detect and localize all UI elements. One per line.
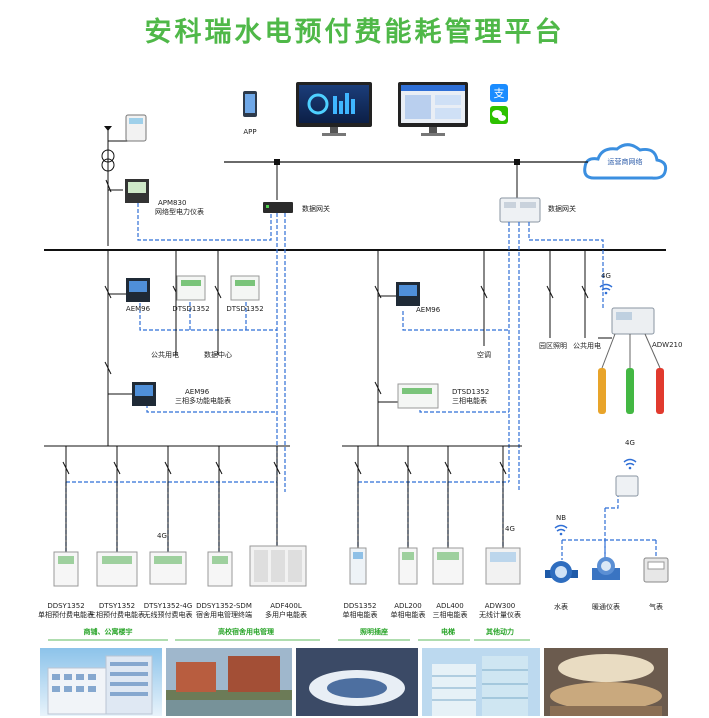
mid-m4-signal: 4G [505, 525, 515, 533]
m1-desc: 单相预付费电能表 [38, 611, 94, 619]
water-meter-icon [545, 561, 578, 583]
transformer-icon [101, 149, 115, 172]
m5-desc: 多用户电能表 [265, 611, 307, 619]
signal-4g-right: 4G [601, 272, 611, 280]
m4-desc: 宿舍用电管理终端 [196, 611, 252, 619]
mid-m3-model: ADL400 [436, 602, 464, 610]
m2-desc: 三相预付费电能表 [89, 611, 145, 619]
load-public-left: 公共用电 [151, 351, 179, 359]
gateway-left-icon [263, 202, 293, 213]
ddsy1352-meter-icon [53, 551, 79, 587]
mid-m3-desc: 三相电能表 [432, 611, 468, 619]
m1-model: DDSY1352 [47, 602, 85, 610]
signal-4g-bottom: 4G [625, 439, 635, 447]
current-transformer-icons [598, 333, 664, 414]
category-shops: 商铺、公寓楼宇 [83, 628, 133, 636]
dtsd1352-3phase-meter-icon [397, 383, 439, 409]
incoming-meter-icon [125, 114, 147, 142]
m2-model: DTSY1352 [98, 602, 136, 610]
load-ac: 空调 [477, 351, 491, 359]
apm830-model: APM830 [158, 199, 187, 207]
alipay-icon: 支 [490, 84, 508, 102]
photo-mall [544, 648, 668, 716]
water-meter-label: 水表 [554, 603, 568, 611]
wireless-collector-icon [615, 475, 639, 497]
dtsd1352-label-a: DTSD1352 [172, 305, 210, 313]
category-other-power: 其他动力 [486, 628, 514, 636]
load-lighting: 园区照明 [539, 342, 567, 350]
app-label: APP [243, 128, 257, 136]
adl400-meter-icon [432, 547, 464, 585]
gateway-left-label: 数据网关 [302, 205, 330, 213]
load-public-right: 公共用电 [573, 342, 601, 350]
mid-m4-model: ADW300 [484, 602, 516, 610]
mid-m1-desc: 单相电能表 [342, 611, 378, 619]
m3-desc: 无线预付费电表 [143, 611, 193, 619]
wifi-nb-icon [554, 524, 568, 536]
m3-model: DTSY1352-4G [143, 602, 193, 610]
dtsd1352-meter-icon-2 [230, 275, 260, 301]
monitor-software-icon [398, 82, 468, 136]
load-datacenter: 数据中心 [204, 351, 232, 359]
gateway-right-label: 数据网关 [548, 205, 576, 213]
lightning-arrester-icon [104, 126, 112, 131]
comm-lines [65, 203, 657, 560]
left-feeders [44, 250, 290, 552]
wifi-4g-icon-2 [623, 458, 637, 470]
adf400l-meter-icon [249, 545, 307, 587]
heat-meter-label: 暖通仪表 [592, 603, 620, 611]
cloud-icon [583, 143, 668, 180]
photo-building [422, 648, 540, 716]
aem96-right-label: AEM96 [416, 306, 441, 314]
ddsy1352-sdm-meter-icon [207, 551, 233, 587]
dds1352-meter-icon [349, 547, 367, 585]
cloud-label: 运营商网络 [607, 158, 643, 166]
dtsd1352-3p-model: DTSD1352 [452, 388, 490, 396]
adw300-meter-icon [485, 547, 521, 585]
m4-model: DDSY1352-SDM [196, 602, 252, 610]
page-title: 安科瑞水电预付费能耗管理平台 [144, 17, 565, 48]
gateway-right-icon [499, 197, 541, 223]
photo-stadium [296, 648, 418, 716]
dtsd1352-3p-desc: 三相电能表 [452, 397, 487, 405]
aem96-meter-icon [126, 278, 150, 302]
mid-m2-model: ADL200 [394, 602, 422, 610]
aem96-3p-desc: 三相多功能电能表 [175, 397, 231, 405]
dtsy1352-meter-icon [96, 551, 138, 587]
signal-nb: NB [555, 514, 567, 522]
wechat-icon [490, 106, 508, 124]
gas-meter-label: 气表 [649, 603, 663, 611]
right-feeders [342, 250, 612, 548]
dtsy1352-4g-meter-icon [149, 551, 187, 585]
m5-model: ADF400L [270, 602, 302, 610]
dtsd1352-label-b: DTSD1352 [226, 305, 264, 313]
photo-campus [166, 648, 292, 716]
gas-meter-icon [643, 557, 669, 583]
wifi-4g-icon [599, 283, 613, 295]
mid-m2-desc: 单相电能表 [390, 611, 426, 619]
mid-m4-desc: 无线计量仪表 [479, 611, 521, 619]
m3-signal: 4G [157, 532, 167, 540]
monitor-dashboard-icon [296, 82, 372, 136]
mid-m1-model: DDS1352 [343, 602, 377, 610]
svg-text:支: 支 [494, 87, 505, 100]
category-elevator: 电梯 [441, 628, 455, 636]
aem96-meter-icon-right [396, 282, 420, 306]
aem96-3p-model: AEM96 [185, 388, 210, 396]
adl200-meter-icon [398, 547, 418, 585]
dtsd1352-meter-icon [176, 275, 206, 301]
aem96-label: AEM96 [125, 305, 151, 313]
category-lighting: 照明插座 [360, 628, 388, 636]
adw210-meter-icon [611, 307, 655, 335]
adw210-label: ADW210 [652, 341, 683, 349]
aem96-3phase-meter-icon [132, 382, 156, 406]
apm830-desc: 网络型电力仪表 [155, 208, 204, 216]
app-phone-icon [243, 91, 257, 117]
photo-office [40, 648, 162, 716]
category-dorm: 高校宿舍用电管理 [218, 628, 274, 636]
heat-meter-icon [592, 557, 620, 580]
apm830-icon [125, 179, 149, 203]
